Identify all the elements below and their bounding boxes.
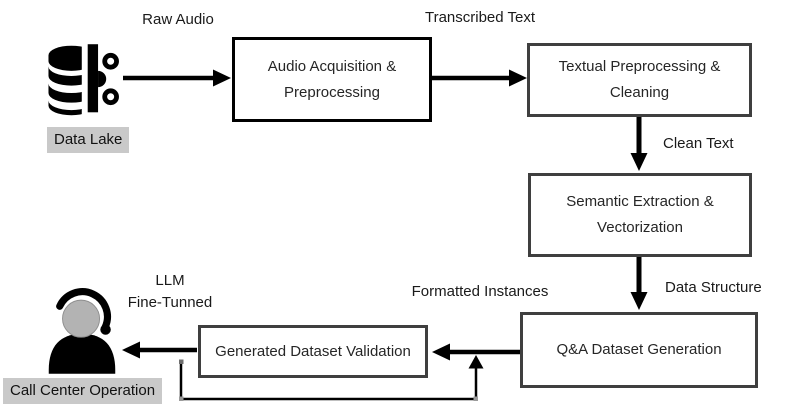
- arrow-transcribed-text: [432, 69, 527, 87]
- arrow-formatted-instances: [432, 343, 520, 361]
- qa-dataset-generation-box: Q&A Dataset Generation: [520, 312, 758, 388]
- arrow-data-structure: [630, 257, 648, 310]
- box-label: Vectorization: [597, 219, 683, 236]
- database-cylinder: [48, 45, 82, 116]
- arrow-llm-fine-tuned: [122, 341, 197, 359]
- divider-bar: [87, 44, 99, 113]
- call-center-operation-label: Call Center Operation: [3, 378, 163, 404]
- connector-endpoint-dot: [179, 359, 184, 364]
- clean-text-label: Clean Text: [663, 135, 734, 152]
- llm-fine-tuned-label: LLM Fine-Tunned: [115, 270, 225, 314]
- data-lake-label: Data Lake: [47, 127, 130, 153]
- semantic-extraction-box: Semantic Extraction & Vectorization: [528, 173, 752, 257]
- arrow-raw-audio: [123, 69, 231, 87]
- raw-audio-label: Raw Audio: [142, 11, 214, 28]
- bubble-bottom: [102, 88, 119, 106]
- connector-corner-dot: [473, 396, 478, 401]
- data-structure-label: Data Structure: [665, 279, 762, 296]
- audio-acquisition-box: Audio Acquisition & Preprocessing: [232, 37, 432, 122]
- box-label: Textual Preprocessing &: [558, 58, 721, 75]
- box-label: Audio Acquisition &: [267, 57, 397, 75]
- agent-head: [62, 299, 101, 338]
- generated-dataset-validation-box: Generated Dataset Validation: [198, 325, 428, 378]
- bubble-top: [102, 52, 119, 70]
- box-label: Cleaning: [609, 84, 670, 101]
- agent-headset-mic: [100, 324, 111, 335]
- box-label: Semantic Extraction &: [566, 193, 714, 210]
- connector-corner-dot: [179, 396, 184, 401]
- transcribed-text-label: Transcribed Text: [424, 9, 536, 26]
- textual-preprocessing-box: Textual Preprocessing & Cleaning: [527, 43, 752, 117]
- llm-label-line2: Fine-Tunned: [127, 294, 213, 311]
- middle-bump: [98, 70, 107, 88]
- box-label: Generated Dataset Validation: [215, 342, 411, 360]
- data-lake-icon: [48, 44, 119, 116]
- formatted-instances-label: Formatted Instances: [411, 283, 549, 300]
- arrow-clean-text: [630, 117, 648, 171]
- agent-body: [48, 333, 116, 374]
- llm-label-line1: LLM: [155, 272, 185, 289]
- call-center-agent-icon: [48, 288, 116, 374]
- box-label: Preprocessing: [284, 83, 380, 101]
- box-label: Q&A Dataset Generation: [556, 341, 722, 358]
- agent-headset-band: [56, 288, 111, 331]
